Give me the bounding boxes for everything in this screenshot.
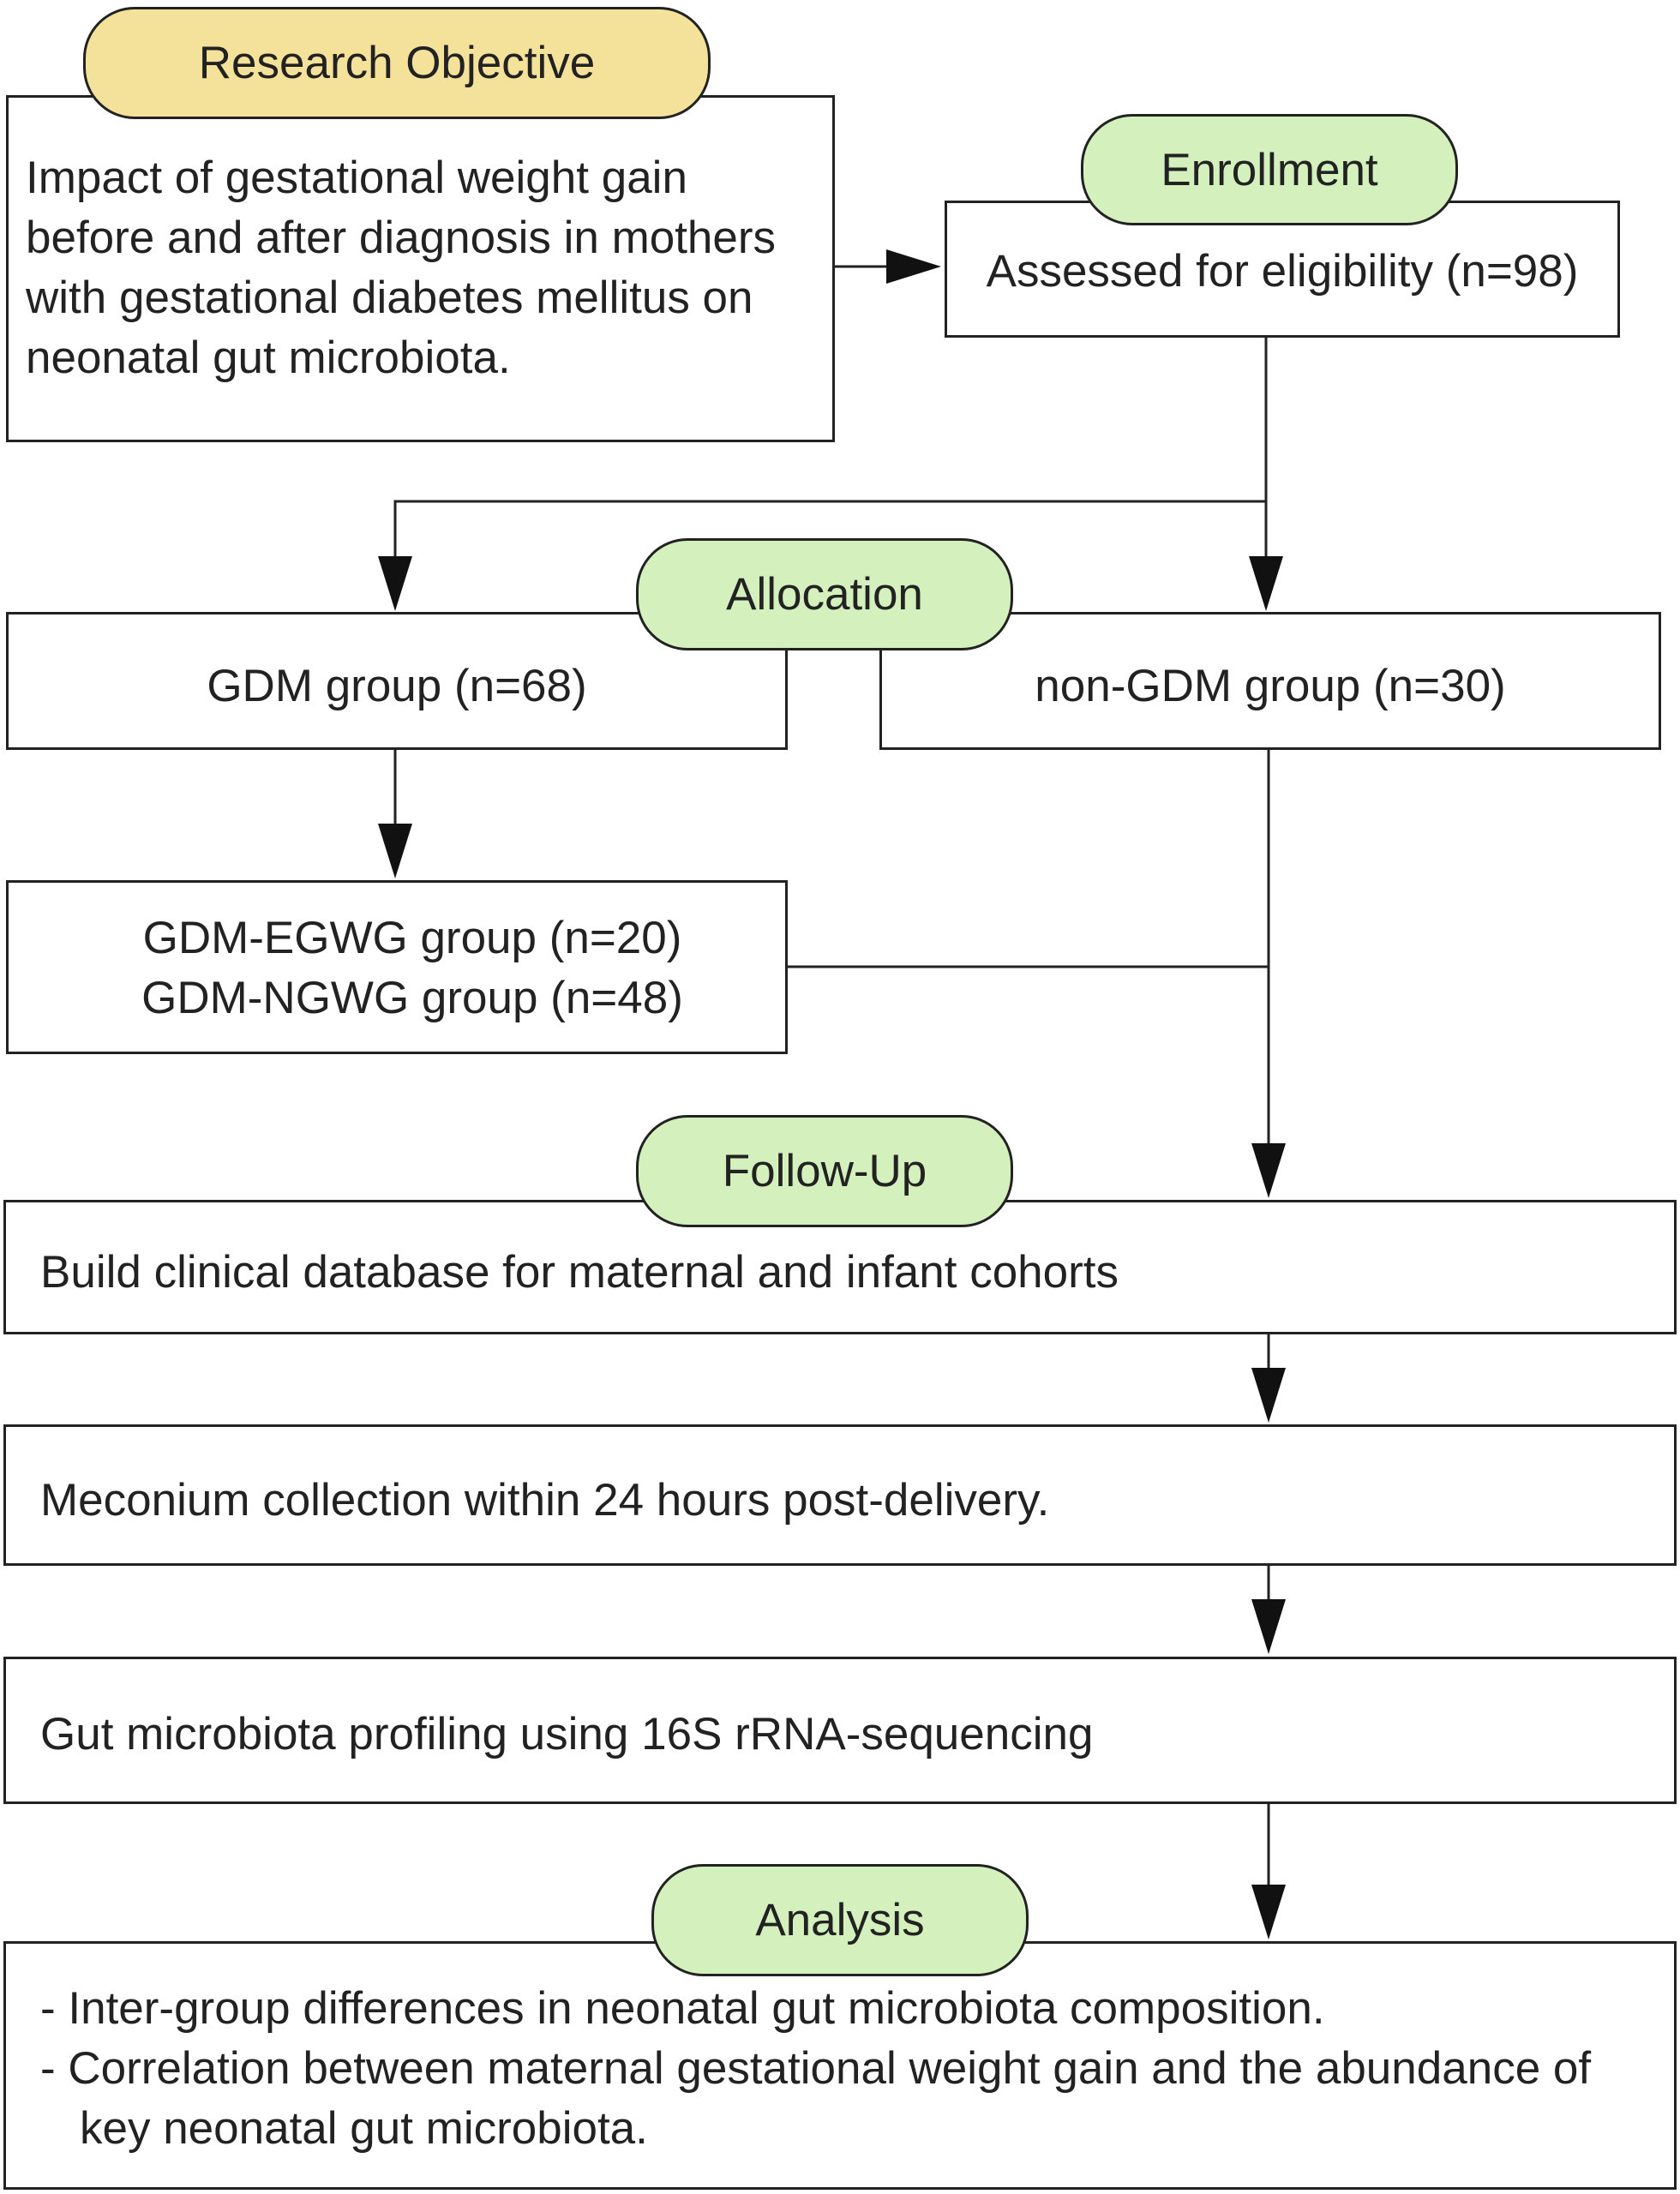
arrowhead-to-profiling (1251, 1599, 1286, 1654)
follow-up-step-2-text: Meconium collection within 24 hours post… (40, 1475, 1050, 1526)
arrowhead-to-enrollment (886, 249, 941, 284)
gdm-egwg-text: GDM-EGWG group (n=20) (142, 913, 682, 963)
non-gdm-group-text: non-GDM group (n=30) (1035, 661, 1506, 711)
arrowhead-to-subgroups (378, 824, 412, 878)
research-objective-line-4: neonatal gut microbiota. (26, 333, 511, 383)
gdm-subgroups-box (6, 880, 788, 1054)
arrowhead-to-nongdm (1249, 556, 1283, 611)
follow-up-label: Follow-Up (636, 1115, 1013, 1227)
analysis-line-3: key neonatal gut microbiota. (80, 2103, 648, 2154)
connector-enrollment-to-gdm (393, 500, 1266, 570)
non-gdm-group-box (879, 612, 1661, 750)
analysis-box (3, 1941, 1677, 2190)
gdm-group-box (6, 612, 788, 750)
gdm-ngwg-text: GDM-NGWG group (n=48) (141, 973, 683, 1023)
enrollment-text: Assessed for eligibility (n=98) (986, 246, 1579, 297)
arrowhead-to-gdm (378, 556, 412, 611)
research-objective-line-3: with gestational diabetes mellitus on (26, 273, 753, 323)
follow-up-step-1-text: Build clinical database for maternal and… (40, 1247, 1119, 1298)
analysis-line-2: - Correlation between maternal gestation… (40, 2043, 1592, 2094)
follow-up-step-3-box (3, 1657, 1677, 1804)
arrowhead-to-followup (1251, 1143, 1286, 1198)
follow-up-step-2-box (3, 1424, 1677, 1566)
research-objective-label: Research Objective (83, 7, 711, 119)
analysis-label: Analysis (651, 1864, 1029, 1976)
research-objective-line-1: Impact of gestational weight gain (26, 153, 687, 203)
gdm-group-text: GDM group (n=68) (207, 661, 587, 711)
enrollment-label: Enrollment (1081, 114, 1458, 225)
analysis-line-1: - Inter-group differences in neonatal gu… (40, 1983, 1325, 2034)
arrowhead-to-meconium (1251, 1368, 1286, 1423)
research-objective-line-2: before and after diagnosis in mothers (26, 213, 777, 263)
allocation-label: Allocation (636, 538, 1013, 650)
arrowhead-to-analysis (1251, 1885, 1286, 1939)
follow-up-step-3-text: Gut microbiota profiling using 16S rRNA-… (40, 1709, 1094, 1759)
